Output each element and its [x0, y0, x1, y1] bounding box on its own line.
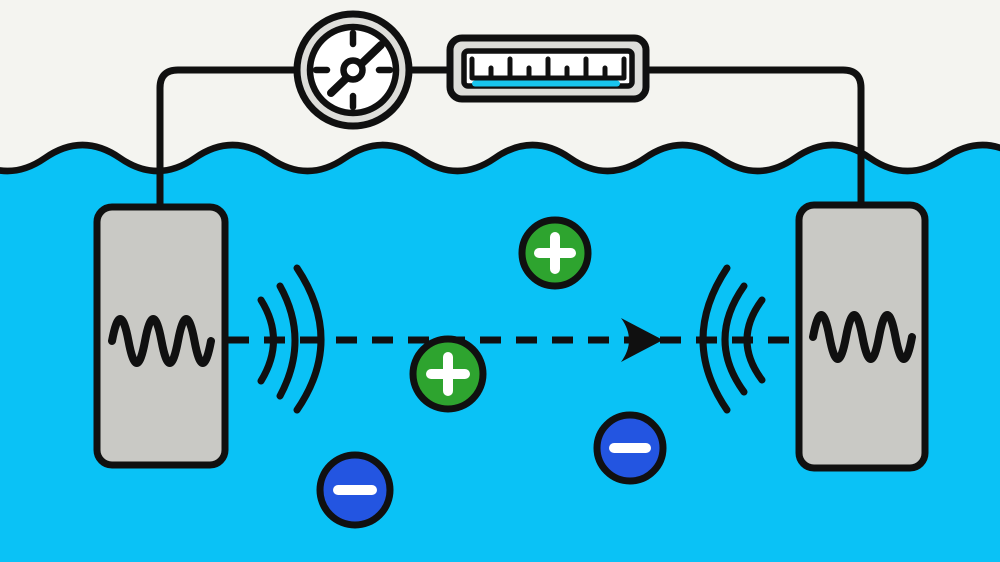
left-arc-large: [293, 264, 325, 414]
water-body: [0, 145, 1000, 562]
left-sine-wave-icon: [108, 315, 215, 367]
negative-ion-bottom-right: [593, 411, 667, 485]
left-electrode-plate: [93, 203, 229, 469]
flow-arrowhead-icon: [621, 318, 663, 362]
positive-ion-center: [409, 335, 487, 413]
right-sine-wave-icon: [809, 311, 916, 363]
positive-ion-top: [518, 216, 592, 290]
meter-scale-ticks: [469, 56, 627, 81]
gauge-tick-marks: [312, 29, 394, 111]
left-signal-wave-arcs-icon: [257, 264, 325, 414]
right-wire: [641, 66, 865, 216]
right-arc-medium: [721, 282, 748, 396]
right-signal-wave-arcs-icon: [699, 264, 766, 414]
left-arc-small: [257, 296, 277, 385]
plus-symbol-icon: [426, 352, 470, 396]
plus-symbol-icon: [534, 232, 576, 274]
right-arc-large: [699, 264, 731, 414]
gauge-needle-hub: [340, 57, 366, 83]
left-arc-medium: [276, 282, 299, 400]
meter-level-bar: [472, 80, 620, 87]
scale-meter-icon: [446, 34, 650, 103]
analog-gauge-icon: [293, 10, 413, 130]
left-wire: [156, 66, 301, 216]
negative-ion-bottom-left: [316, 451, 394, 529]
right-electrode-plate: [795, 201, 929, 472]
right-arc-small: [743, 296, 766, 384]
